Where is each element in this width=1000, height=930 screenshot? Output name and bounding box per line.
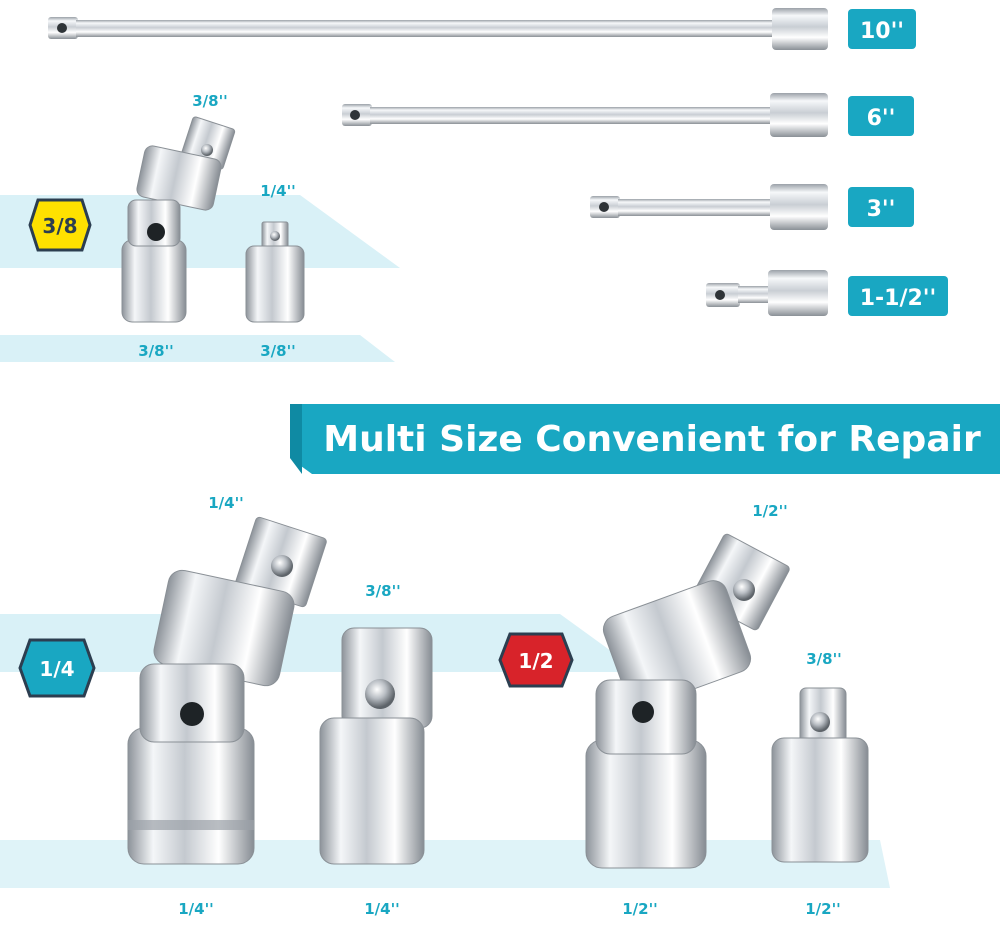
extension-bar-1-1-2 — [706, 270, 828, 316]
set-1-2: 1/2 1/2'' 3/8'' 1/2'' 1/2'' — [498, 502, 869, 918]
joint-bottom-size-3-8: 3/8'' — [138, 342, 174, 360]
adapter-3-8-small — [245, 221, 305, 323]
adapter-top-size-1-2: 3/8'' — [806, 650, 842, 668]
length-label-6: 6'' — [867, 106, 896, 131]
length-label-10: 10'' — [860, 19, 904, 44]
joint-top-size-1-4: 1/4'' — [208, 494, 244, 512]
adapter-bottom-size-1-2: 1/2'' — [805, 900, 841, 918]
joint-top-size-3-8: 3/8'' — [192, 92, 228, 110]
badge-1-2: 1/2 — [518, 649, 553, 673]
adapter-bottom-size-3-8: 3/8'' — [260, 342, 296, 360]
badge-3-8: 3/8 — [42, 214, 77, 238]
extension-bar-3 — [590, 184, 828, 230]
joint-top-size-1-2: 1/2'' — [752, 502, 788, 520]
universal-joint-1-2 — [585, 533, 790, 869]
joint-bottom-size-1-4: 1/4'' — [178, 900, 214, 918]
extension-bar-10 — [48, 8, 828, 50]
set-1-4: 1/4 1/4'' 3/8'' 1/4'' 1/4'' — [18, 494, 433, 918]
universal-joint-1-4 — [127, 516, 327, 865]
adapter-bottom-size-1-4: 1/4'' — [364, 900, 400, 918]
banner: Multi Size Convenient for Repair — [290, 404, 1000, 474]
extension-length-labels: 10'' 6'' 3'' 1-1/2'' — [848, 9, 948, 316]
length-label-1-1-2: 1-1/2'' — [860, 286, 937, 311]
banner-text: Multi Size Convenient for Repair — [323, 419, 981, 460]
joint-bottom-size-1-2: 1/2'' — [622, 900, 658, 918]
universal-joint-3-8 — [121, 116, 236, 323]
adapter-1-2-small — [771, 687, 869, 863]
badge-1-4: 1/4 — [39, 657, 74, 681]
set-3-8: 3/8 3/8'' 1/4'' 3/8'' 3/8'' — [28, 92, 305, 360]
length-label-3: 3'' — [867, 197, 896, 222]
adapter-top-size-1-4: 3/8'' — [365, 582, 401, 600]
extension-bar-6 — [342, 93, 828, 137]
adapter-top-size-3-8: 1/4'' — [260, 182, 296, 200]
adapter-1-4-large — [319, 627, 433, 865]
